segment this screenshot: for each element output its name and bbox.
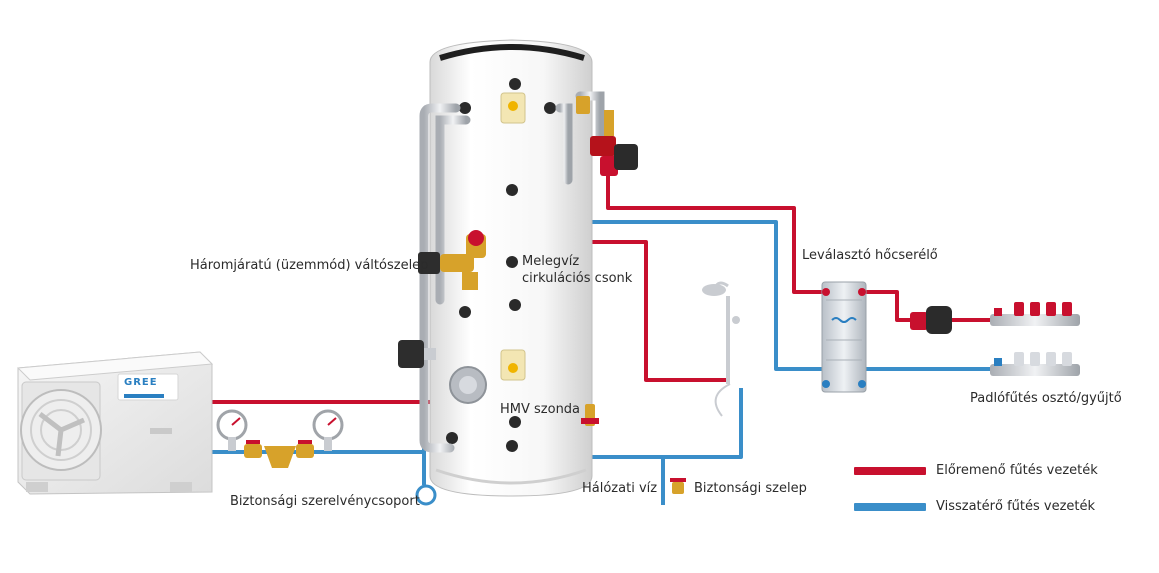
- label-floor-manifold: Padlófűtés osztó/gyűjtő: [970, 391, 1122, 406]
- tank-socket: [544, 102, 556, 114]
- tank-socket: [459, 102, 471, 114]
- floor-heating-manifold: [990, 302, 1080, 376]
- tank-socket: [506, 184, 518, 196]
- return-pipes: [212, 193, 995, 505]
- tank-socket: [509, 299, 521, 311]
- label-hot-water-circulation-2: cirkulációs csonk: [522, 271, 633, 286]
- circulation-pump: [576, 96, 638, 176]
- tank-socket: [459, 306, 471, 318]
- safety-group-assembly: [216, 409, 344, 468]
- outdoor-heat-pump-unit: [16, 351, 214, 495]
- hot-water-tank: [429, 39, 593, 497]
- tank-safety-valve: [581, 404, 599, 426]
- label-heat-exchanger: Leválasztó hőcserélő: [802, 248, 938, 263]
- label-mains-water: Hálózati víz: [582, 481, 658, 496]
- expansion-fitting: [398, 340, 436, 368]
- tank-socket: [506, 440, 518, 452]
- label-hot-water-circulation-1: Melegvíz: [522, 254, 580, 269]
- legend-swatch-return: [854, 503, 926, 511]
- label-safety-group: Biztonsági szerelvénycsoport: [230, 494, 420, 509]
- hot-water-circulation-socket: [506, 256, 518, 268]
- tank-socket: [446, 432, 458, 444]
- tank-socket: [509, 416, 521, 428]
- label-three-way-valve: Háromjáratú (üzemmód) váltószelep: [190, 258, 429, 273]
- legend-label-return: Visszatérő fűtés vezeték: [936, 499, 1096, 514]
- return-pipe-loop: [415, 484, 437, 506]
- label-dhw-probe: HMV szonda: [500, 402, 581, 417]
- legend-label-supply: Előremenő fűtés vezeték: [936, 463, 1098, 478]
- mains-safety-valve-icon: [670, 478, 686, 494]
- three-way-valve: [418, 230, 486, 290]
- shower-head-icon: [702, 281, 740, 417]
- plate-heat-exchanger: [821, 281, 867, 393]
- supply-pipe-exchanger: [606, 175, 822, 294]
- floor-circulation-pump: [910, 306, 952, 334]
- tank-socket: [509, 78, 521, 90]
- outdoor-unit-logo: GREE: [124, 377, 158, 388]
- label-safety-valve: Biztonsági szelep: [694, 481, 807, 496]
- legend-swatch-supply: [854, 467, 926, 475]
